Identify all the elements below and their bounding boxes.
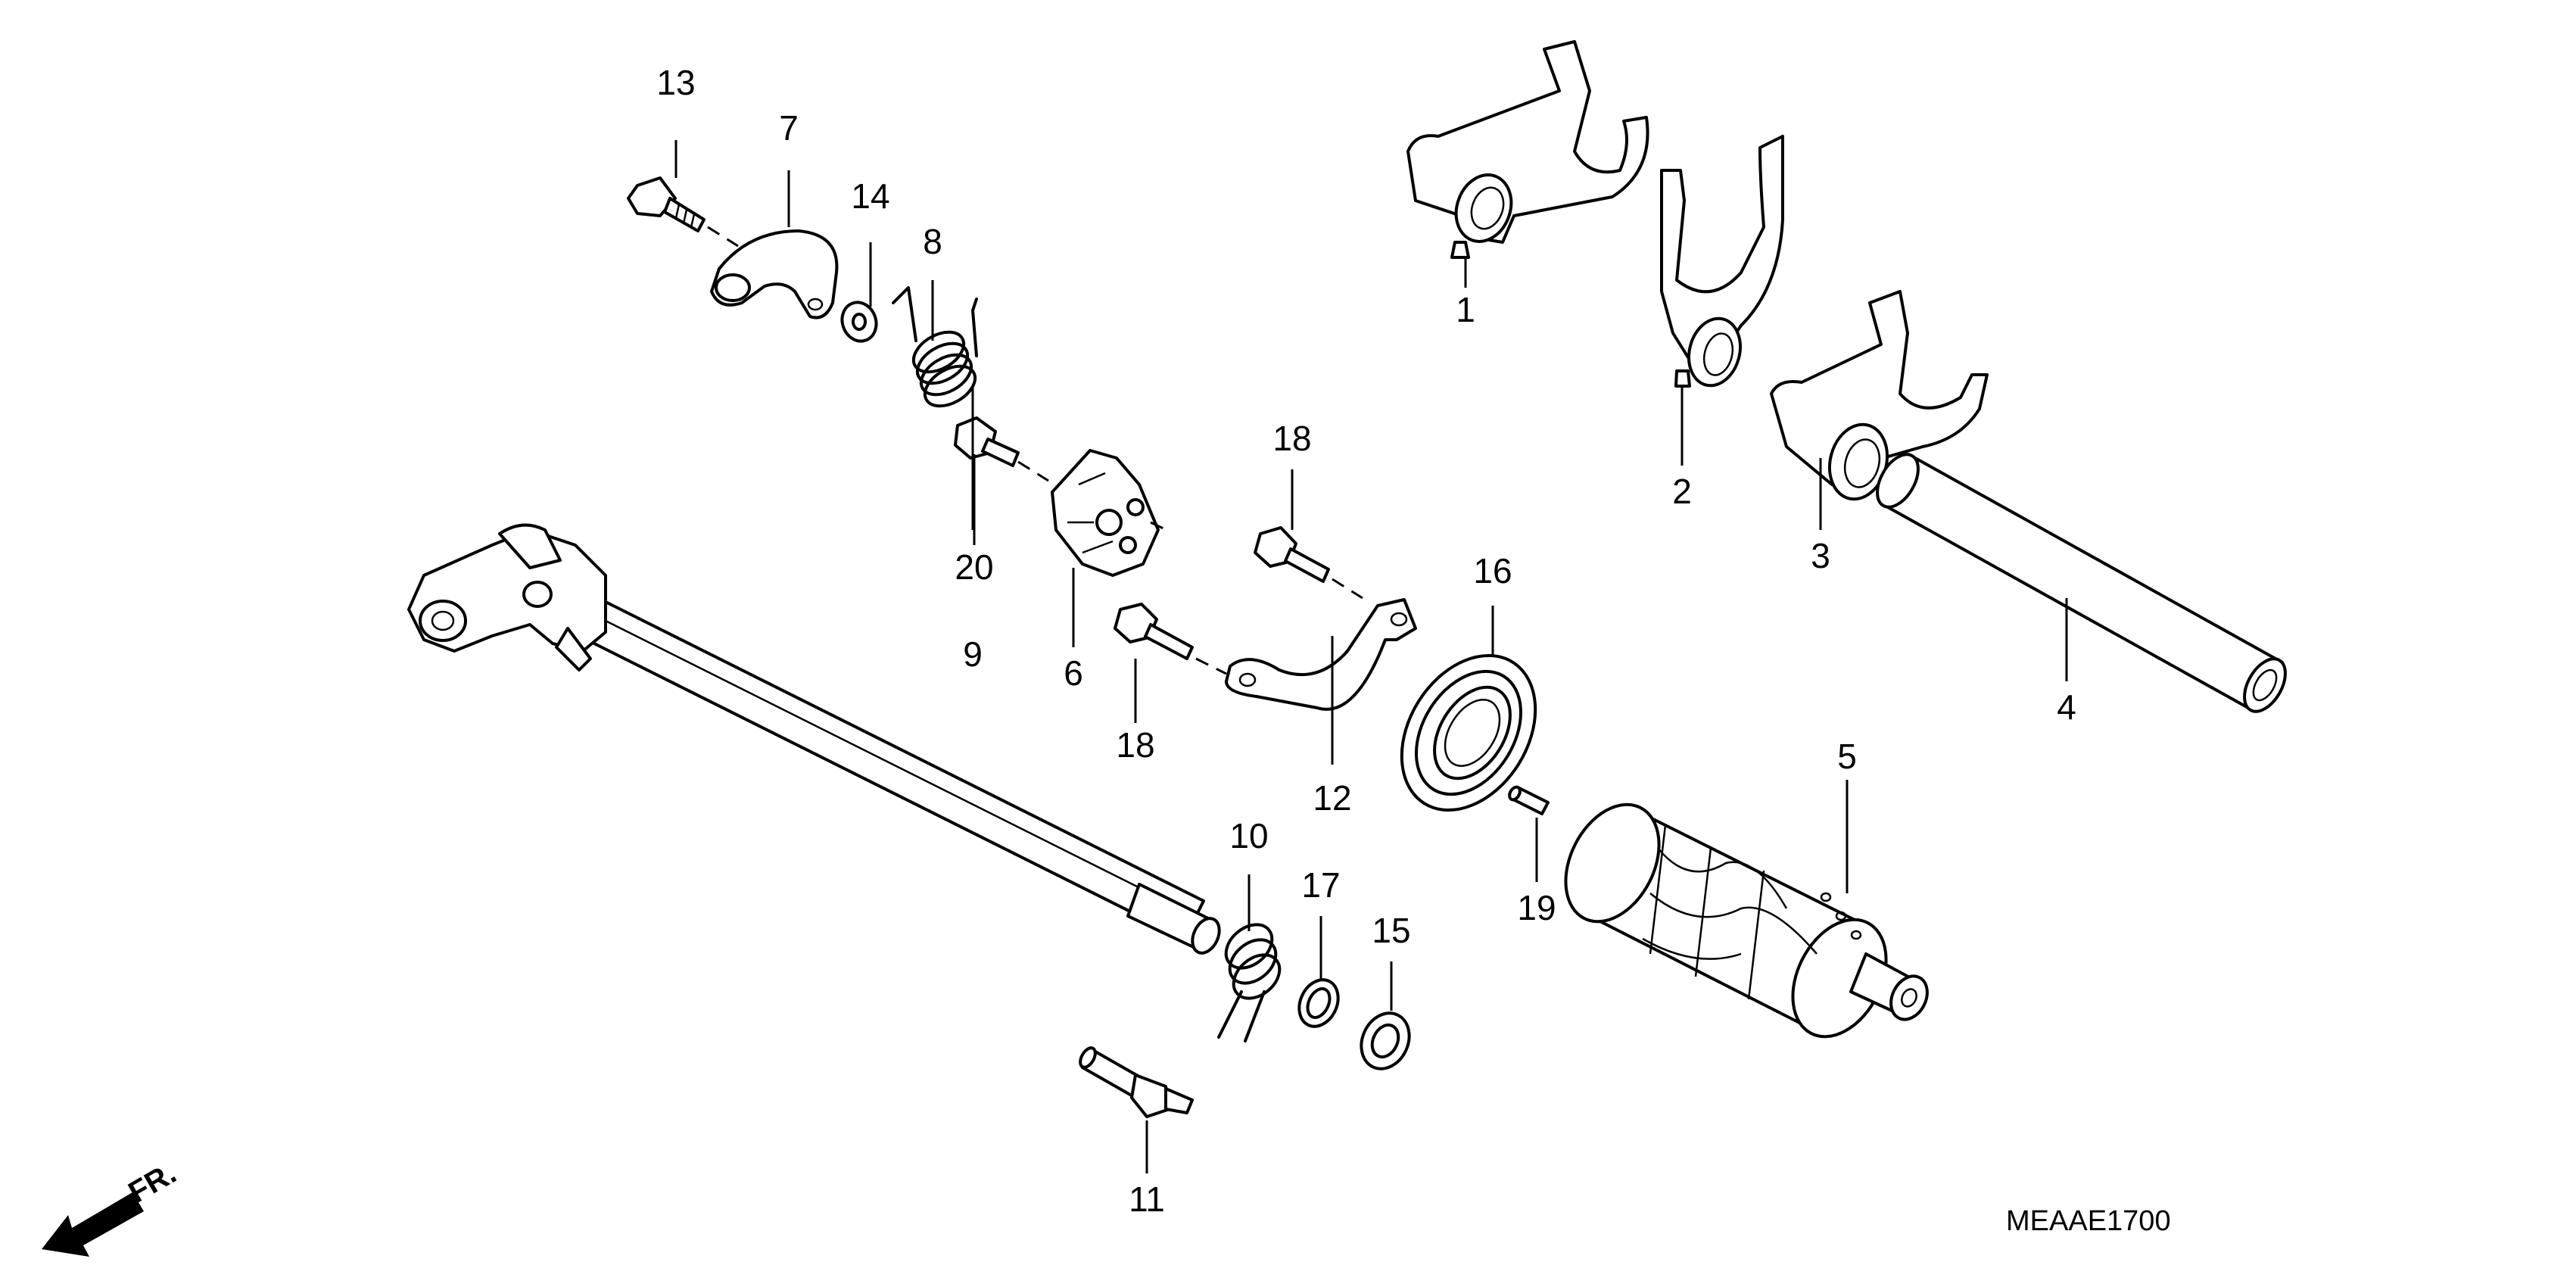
callout-9: 9 xyxy=(963,634,983,674)
drum-center-6 xyxy=(1051,449,1160,577)
shift-fork-3 xyxy=(1770,290,1989,501)
spring-10 xyxy=(1217,923,1282,1042)
shift-drum-5 xyxy=(1564,802,1929,1039)
callout-16: 16 xyxy=(1473,551,1512,591)
callout-8: 8 xyxy=(923,222,942,261)
callout-20: 20 xyxy=(955,547,993,587)
callout-17: 17 xyxy=(1301,865,1340,905)
bolt-18-upper xyxy=(1254,526,1330,583)
bearing-holder-12 xyxy=(1225,598,1417,711)
callout-7: 7 xyxy=(779,108,799,148)
callout-6: 6 xyxy=(1064,653,1083,693)
callout-12: 12 xyxy=(1313,778,1351,818)
shift-fork-1 xyxy=(1406,40,1649,259)
callout-11: 11 xyxy=(1129,1179,1165,1219)
washer-14 xyxy=(840,301,878,343)
callout-15: 15 xyxy=(1372,911,1410,950)
bolt-18-lower xyxy=(1114,603,1194,660)
stopper-plate-7 xyxy=(710,229,839,319)
fork-shaft-4 xyxy=(1876,453,2287,713)
callout-18-upper: 18 xyxy=(1272,419,1311,458)
callout-13: 13 xyxy=(656,63,695,102)
bolt-13 xyxy=(627,176,706,232)
callout-3: 3 xyxy=(1811,536,1830,575)
callout-4: 4 xyxy=(2057,687,2076,727)
callout-14: 14 xyxy=(851,176,889,216)
circlip-17 xyxy=(1297,978,1340,1028)
bearing-16 xyxy=(1400,653,1537,812)
leader-lines xyxy=(674,140,2068,1173)
front-direction-arrow: FR. xyxy=(42,1156,182,1257)
bolt-20 xyxy=(954,416,1020,467)
shift-fork-2 xyxy=(1660,135,1784,388)
pivot-bolt-11 xyxy=(1079,1046,1194,1118)
washer-15 xyxy=(1360,1011,1411,1070)
callout-18-lower: 18 xyxy=(1116,725,1154,765)
callout-5: 5 xyxy=(1837,737,1857,776)
pin-19 xyxy=(1508,785,1550,815)
callout-19: 19 xyxy=(1517,888,1556,927)
gearshift-spindle xyxy=(407,523,1221,955)
callout-1: 1 xyxy=(1456,290,1475,329)
callout-10: 10 xyxy=(1229,816,1268,855)
spring-8 xyxy=(892,286,978,408)
part-code: MEAAE1700 xyxy=(2006,1205,2171,1237)
callout-2: 2 xyxy=(1672,472,1692,511)
